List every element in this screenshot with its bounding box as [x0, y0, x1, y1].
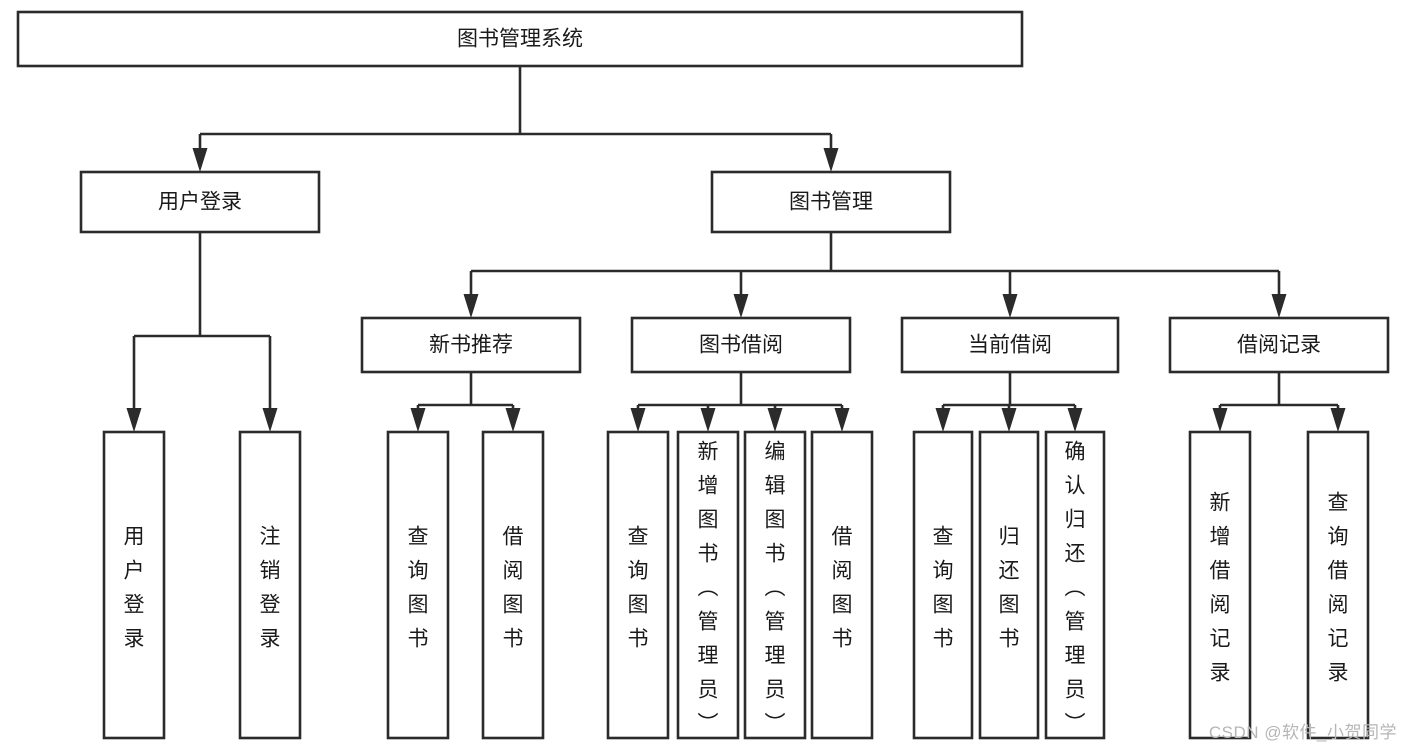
node-box-leaf-user-login[interactable] [102, 430, 166, 740]
arrow-head-leaf-add-book [700, 408, 716, 432]
arrow-head-leaf-confirm-return [1067, 408, 1083, 432]
node-leaf-query-record[interactable]: 查询借阅记录 [1306, 430, 1370, 740]
node-box-leaf-borrow-book-1[interactable] [481, 430, 545, 740]
node-box-current-borrow[interactable] [900, 316, 1120, 374]
node-label-user-login: 用户登录 [158, 191, 242, 214]
node-label-leaf-query-book-1: 查询图书 [408, 526, 429, 651]
node-label-leaf-add-book: 新增图书︵管理员︶ [698, 441, 719, 736]
node-box-leaf-add-record[interactable] [1188, 430, 1252, 740]
node-leaf-add-book[interactable]: 新增图书︵管理员︶ [676, 430, 740, 740]
node-label-leaf-confirm-return: 确认归还︵管理员︶ [1065, 441, 1086, 736]
arrow-head-leaf-query-book-2 [630, 408, 646, 432]
node-leaf-query-book-2[interactable]: 查询图书 [606, 430, 670, 740]
node-label-leaf-query-book-3: 查询图书 [933, 526, 954, 651]
node-box-leaf-query-record[interactable] [1306, 430, 1370, 740]
arrow-head-current-borrow [1002, 294, 1018, 318]
node-box-new-book-rec[interactable] [360, 316, 582, 374]
node-box-leaf-add-book[interactable] [676, 430, 740, 740]
node-leaf-confirm-return[interactable]: 确认归还︵管理员︶ [1044, 430, 1106, 740]
arrow-head-leaf-add-record [1212, 408, 1228, 432]
arrow-head-book-manage [823, 148, 839, 172]
arrow-head-leaf-borrow-book-1 [505, 408, 521, 432]
node-label-book-manage: 图书管理 [789, 191, 873, 214]
node-book-manage[interactable]: 图书管理 [710, 170, 952, 234]
arrow-head-book-borrow [733, 294, 749, 318]
arrow-head-leaf-query-record [1330, 408, 1346, 432]
node-box-leaf-confirm-return[interactable] [1044, 430, 1106, 740]
node-leaf-user-login[interactable]: 用户登录 [102, 430, 166, 740]
node-label-leaf-edit-book: 编辑图书︵管理员︶ [765, 441, 786, 736]
node-leaf-add-record[interactable]: 新增借阅记录 [1188, 430, 1252, 740]
arrow-head-leaf-user-login [126, 408, 142, 432]
node-label-leaf-logout: 注销登录 [260, 526, 281, 651]
node-label-borrow-record: 借阅记录 [1237, 334, 1321, 357]
node-box-leaf-logout[interactable] [238, 430, 302, 740]
node-root[interactable]: 图书管理系统 [16, 10, 1024, 68]
node-box-book-manage[interactable] [710, 170, 952, 234]
node-label-book-borrow: 图书借阅 [699, 334, 783, 357]
node-new-book-rec[interactable]: 新书推荐 [360, 316, 582, 374]
node-leaf-logout[interactable]: 注销登录 [238, 430, 302, 740]
node-label-leaf-borrow-book-2: 借阅图书 [832, 526, 853, 651]
node-box-leaf-borrow-book-2[interactable] [810, 430, 874, 740]
node-label-leaf-borrow-book-1: 借阅图书 [503, 526, 524, 651]
arrow-head-new-book-rec [463, 294, 479, 318]
arrow-head-user-login [192, 148, 208, 172]
arrow-head-leaf-query-book-1 [410, 408, 426, 432]
arrow-head-leaf-logout [262, 408, 278, 432]
node-current-borrow[interactable]: 当前借阅 [900, 316, 1120, 374]
node-leaf-return-book[interactable]: 归还图书 [978, 430, 1040, 740]
node-box-root[interactable] [16, 10, 1024, 68]
node-label-leaf-return-book: 归还图书 [999, 526, 1020, 651]
node-label-leaf-query-record: 查询借阅记录 [1328, 492, 1349, 685]
node-label-root: 图书管理系统 [457, 28, 583, 51]
node-label-current-borrow: 当前借阅 [968, 334, 1052, 357]
node-label-leaf-add-record: 新增借阅记录 [1210, 492, 1231, 685]
arrow-head-borrow-record [1271, 294, 1287, 318]
node-box-leaf-return-book[interactable] [978, 430, 1040, 740]
node-label-new-book-rec: 新书推荐 [429, 334, 513, 357]
node-leaf-query-book-1[interactable]: 查询图书 [386, 430, 450, 740]
connector-layer [126, 66, 1346, 432]
node-leaf-query-book-3[interactable]: 查询图书 [912, 430, 974, 740]
arrow-head-leaf-edit-book [767, 408, 783, 432]
node-leaf-borrow-book-1[interactable]: 借阅图书 [481, 430, 545, 740]
node-book-borrow[interactable]: 图书借阅 [630, 316, 852, 374]
node-user-login[interactable]: 用户登录 [79, 170, 321, 234]
node-box-book-borrow[interactable] [630, 316, 852, 374]
arrow-head-leaf-query-book-3 [935, 408, 951, 432]
arrow-head-leaf-borrow-book-2 [834, 408, 850, 432]
node-leaf-edit-book[interactable]: 编辑图书︵管理员︶ [743, 430, 807, 740]
arrow-head-leaf-return-book [1001, 408, 1017, 432]
node-box-user-login[interactable] [79, 170, 321, 234]
node-box-borrow-record[interactable] [1168, 316, 1390, 374]
node-box-leaf-edit-book[interactable] [743, 430, 807, 740]
node-box-leaf-query-book-2[interactable] [606, 430, 670, 740]
node-borrow-record[interactable]: 借阅记录 [1168, 316, 1390, 374]
node-box-leaf-query-book-1[interactable] [386, 430, 450, 740]
node-layer: 图书管理系统用户登录图书管理新书推荐图书借阅当前借阅借阅记录用户登录注销登录查询… [16, 10, 1390, 740]
node-leaf-borrow-book-2[interactable]: 借阅图书 [810, 430, 874, 740]
node-label-leaf-user-login: 用户登录 [124, 526, 145, 651]
node-label-leaf-query-book-2: 查询图书 [628, 526, 649, 651]
node-box-leaf-query-book-3[interactable] [912, 430, 974, 740]
